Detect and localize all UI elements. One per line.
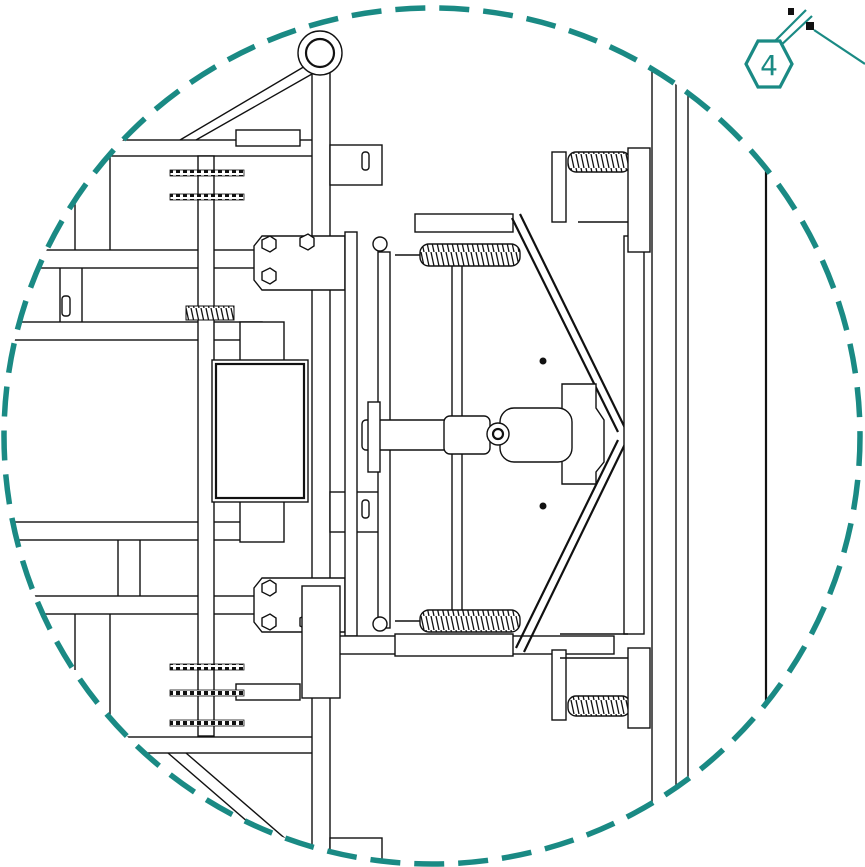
mechanism-rails <box>301 231 615 699</box>
linkage-arms <box>511 213 627 653</box>
frame-brackets <box>61 129 383 864</box>
callout-leader-tick <box>788 8 794 15</box>
mechanism-drawing <box>4 30 768 864</box>
frame-spring <box>185 305 235 321</box>
callout-label: 4 <box>760 49 778 82</box>
right-members <box>560 60 768 864</box>
junction-box <box>211 321 309 543</box>
actuator <box>361 357 605 510</box>
side-springs <box>551 151 631 721</box>
chains <box>169 169 245 727</box>
detail-circle <box>1 5 863 867</box>
top-nut <box>297 30 343 76</box>
callout-hexagon <box>744 39 794 89</box>
main-springs <box>372 213 521 633</box>
callout-leader-line-3 <box>813 29 865 65</box>
callout-4: 4 <box>744 8 865 89</box>
callout-leader-line-2 <box>777 15 813 49</box>
callout-leader-tick-2 <box>806 22 814 30</box>
